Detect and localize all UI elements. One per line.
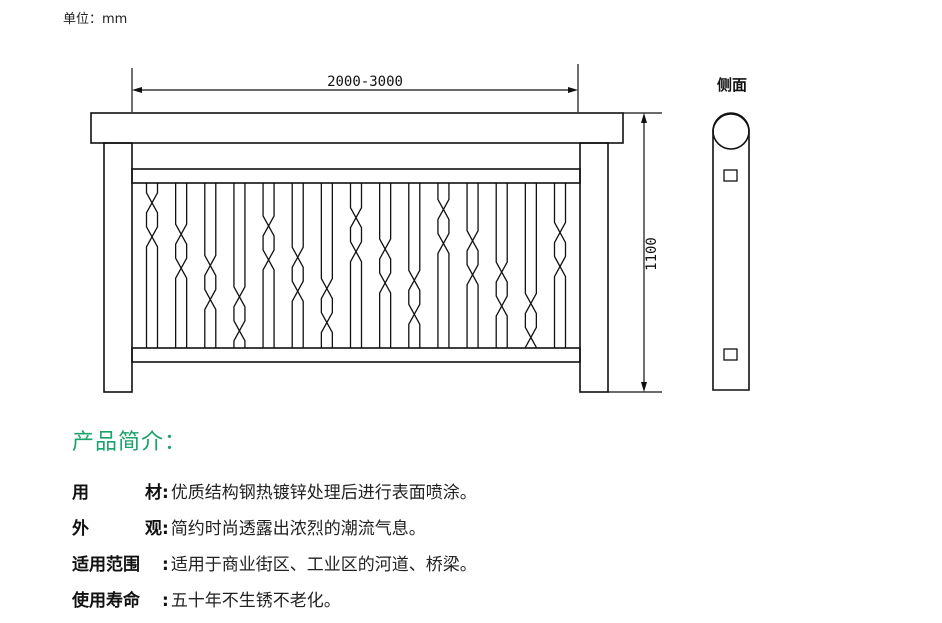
baluster-bar — [349, 183, 363, 348]
width-dimension-label: 2000-3000 — [327, 74, 403, 90]
spec-label: 适用范围 — [72, 555, 140, 575]
baluster-bar — [174, 183, 188, 348]
height-arrow-bottom — [641, 382, 647, 392]
height-dimension-label: 1100 — [644, 237, 660, 271]
baluster-bar — [233, 183, 246, 348]
spec-list: 用 材 : 优质结构钢热镀锌处理后进行表面喷涂。 外 观 : 简约时尚透露出浓烈… — [72, 478, 477, 622]
spec-label: 用 材 — [72, 483, 162, 503]
baluster-bar — [262, 183, 275, 348]
spec-colon: : — [162, 519, 169, 539]
baluster-bar — [320, 183, 334, 348]
baluster-bar — [553, 183, 567, 348]
baluster-bar — [174, 183, 188, 348]
baluster-bar — [378, 183, 392, 348]
side-view-label: 侧面 — [717, 76, 747, 94]
baluster-bar — [437, 183, 450, 348]
side-view-cap — [712, 112, 750, 150]
spec-value: 五十年不生锈不老化。 — [170, 591, 341, 611]
baluster-bar — [408, 183, 421, 348]
top-rail — [90, 112, 624, 144]
balusters — [145, 183, 567, 348]
baluster-bar — [349, 183, 363, 348]
baluster-bar — [524, 183, 538, 348]
baluster-bar — [466, 183, 479, 348]
baluster-bar — [291, 183, 304, 348]
baluster-bar — [495, 183, 508, 348]
spec-value: 简约时尚透露出浓烈的潮流气息。 — [170, 519, 426, 539]
left-post — [103, 142, 133, 393]
baluster-bar — [320, 183, 334, 348]
baluster-bar — [262, 183, 275, 348]
baluster-bar — [145, 183, 159, 348]
spec-value: 适用于商业街区、工业区的河道、桥梁。 — [170, 555, 477, 575]
spec-colon: : — [162, 591, 169, 611]
height-arrow-top — [641, 113, 647, 123]
baluster-bar — [553, 183, 567, 348]
spec-row-material: 用 材 : 优质结构钢热镀锌处理后进行表面喷涂。 — [72, 478, 477, 514]
baluster-bar — [291, 183, 304, 348]
baluster-bar — [408, 183, 421, 348]
right-post — [579, 142, 609, 393]
spec-row-appearance: 外 观 : 简约时尚透露出浓烈的潮流气息。 — [72, 514, 477, 550]
baluster-bar — [204, 183, 217, 348]
side-view-upper-slot — [723, 169, 738, 182]
side-view-lower-slot — [723, 348, 738, 361]
baluster-bar — [495, 183, 508, 348]
spec-row-lifespan: 使用寿命 : 五十年不生锈不老化。 — [72, 586, 477, 622]
lower-rail — [131, 347, 581, 363]
upper-rail — [131, 168, 581, 184]
baluster-bar — [204, 183, 217, 348]
railing-drawing: 2000-3000 1100 侧面 — [90, 64, 750, 393]
spec-colon: : — [162, 483, 169, 503]
width-arrow-left — [132, 87, 142, 93]
width-arrow-right — [568, 87, 578, 93]
baluster-bar — [233, 183, 246, 348]
section-title: 产品简介： — [72, 430, 188, 455]
spec-label: 外 观 — [72, 519, 162, 539]
spec-row-scope: 适用范围 : 适用于商业街区、工业区的河道、桥梁。 — [72, 550, 477, 586]
spec-label: 使用寿命 — [72, 591, 140, 611]
baluster-bar — [437, 183, 450, 348]
baluster-bar — [466, 183, 479, 348]
baluster-bar — [145, 183, 159, 348]
baluster-bar — [524, 183, 538, 348]
spec-colon: : — [162, 555, 169, 575]
baluster-bar — [378, 183, 392, 348]
spec-value: 优质结构钢热镀锌处理后进行表面喷涂。 — [170, 483, 477, 503]
unit-label: 单位：mm — [63, 12, 128, 27]
